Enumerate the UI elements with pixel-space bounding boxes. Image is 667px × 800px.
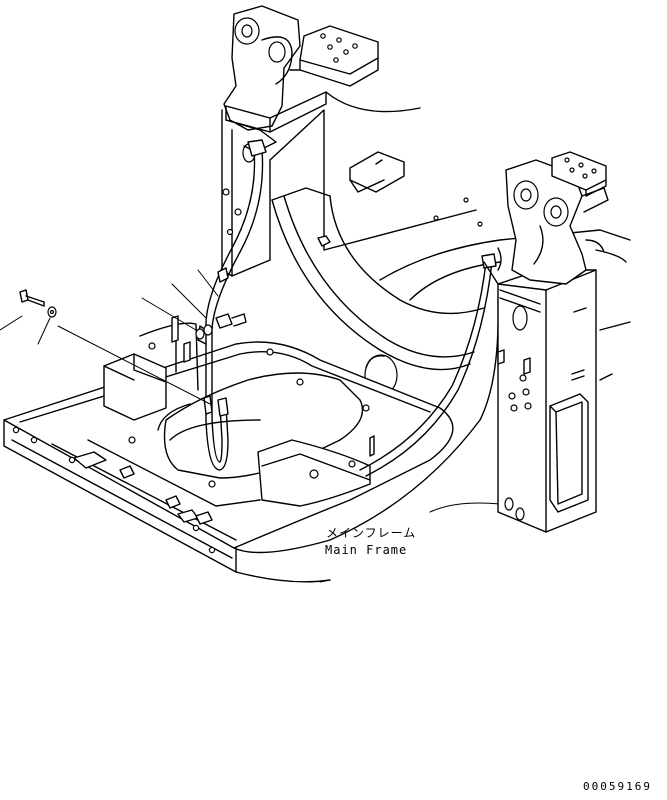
floor-bracket [104,316,198,420]
right-bracket-top [498,248,501,270]
left-tower [222,110,324,276]
right-tower [498,270,596,532]
leader-lines [0,270,500,582]
figure-number: 00059169 [583,780,652,793]
exploded-hardware [20,268,246,339]
left-pin-bracket [224,6,326,152]
left-hole-plate [290,26,378,86]
main-frame-label-en: Main Frame [325,543,408,557]
floor-frame [4,300,498,582]
ground-cable [198,140,496,476]
right-hole-plate [552,152,606,196]
frame-block [350,152,404,192]
right-pin-bracket [506,160,608,284]
floor-recess [129,343,374,506]
right-bracket-back [484,262,498,284]
main-frame-label-jp: メインフレーム [326,526,417,540]
